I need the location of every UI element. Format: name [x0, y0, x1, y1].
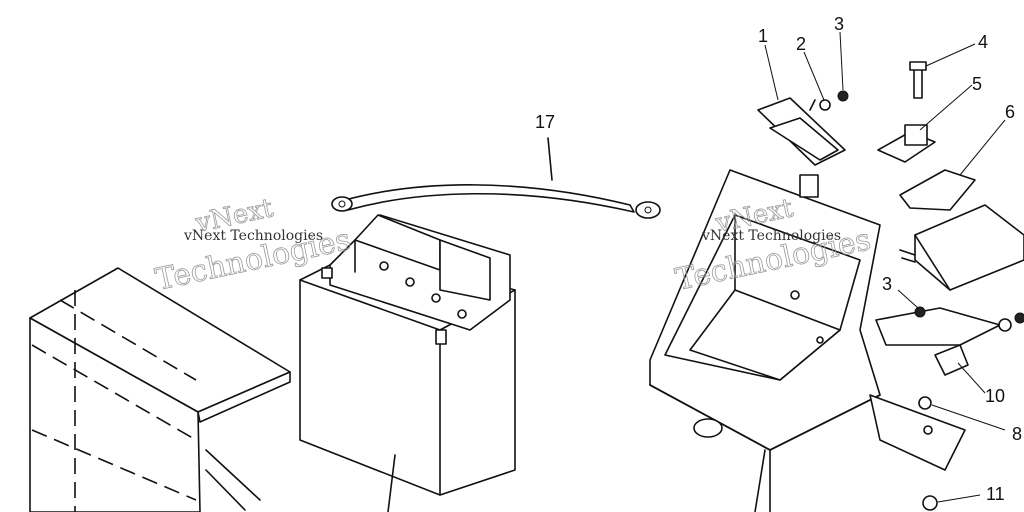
callout-10: 10: [985, 386, 1005, 406]
callout-2: 2: [796, 34, 806, 54]
callout-8: 8: [1012, 424, 1022, 444]
battery-box: [649, 169, 1001, 512]
callout-5: 5: [972, 74, 982, 94]
svg-text:vNext Technologies: vNext Technologies: [701, 228, 841, 244]
callout-17: 17: [535, 112, 555, 132]
battery: [299, 214, 516, 512]
callout-labels: 1 2 3 4 5 6 17 3 10 8 11: [535, 14, 1022, 504]
callout-3-mid: 3: [882, 274, 892, 294]
callout-3-top: 3: [834, 14, 844, 34]
callout-4: 4: [978, 32, 988, 52]
callout-1: 1: [758, 26, 768, 46]
leader-lines: [764, 31, 1006, 503]
svg-text:vNext Technologies: vNext Technologies: [183, 228, 323, 244]
clamp-parts: [757, 61, 1024, 511]
battery-cover: [29, 267, 291, 512]
battery-cable: [331, 137, 661, 219]
callout-6: 6: [1005, 102, 1015, 122]
callout-11: 11: [986, 484, 1005, 504]
